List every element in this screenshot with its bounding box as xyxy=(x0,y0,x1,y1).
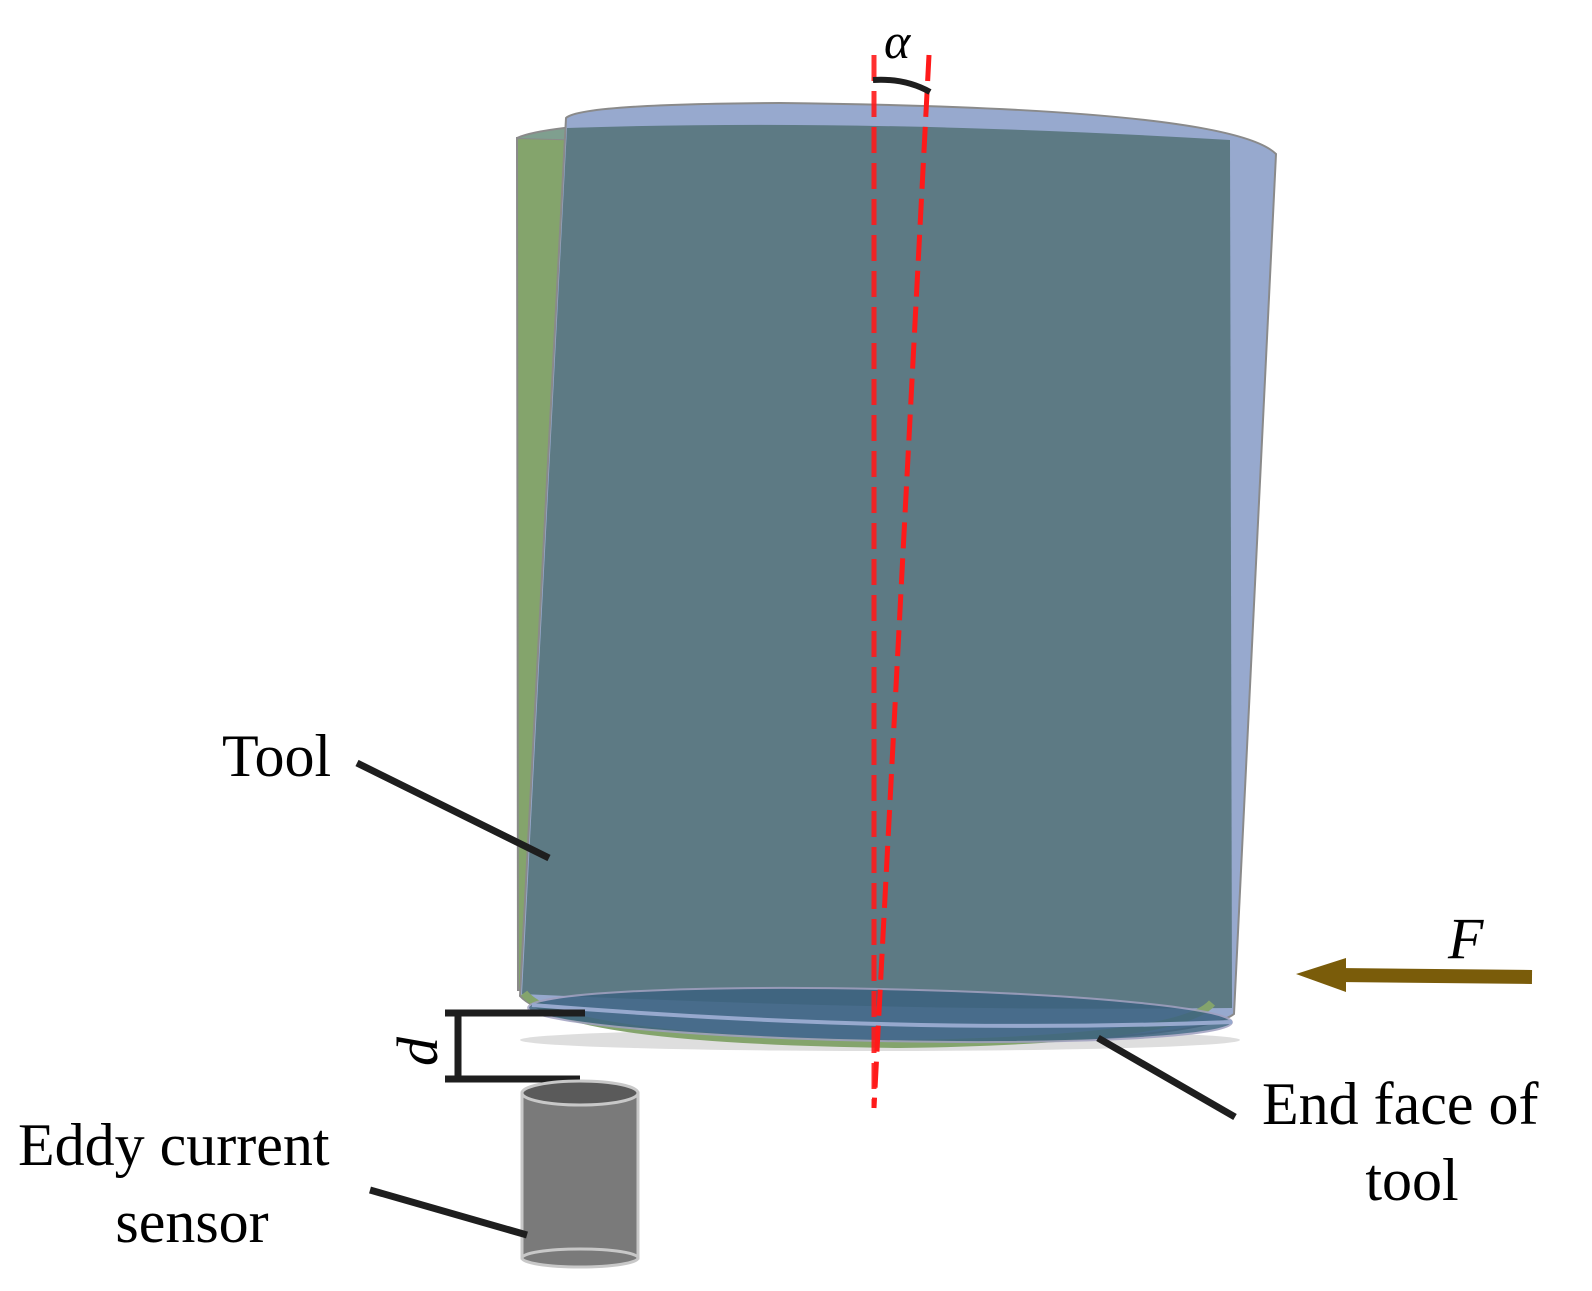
tool-leader xyxy=(355,759,551,862)
force-arrow xyxy=(1296,958,1533,992)
distance-symbol: d xyxy=(385,1036,450,1066)
tilted-axis-line xyxy=(871,54,932,1109)
tool-label: Tool xyxy=(222,723,331,789)
sensor-label-line2: sensor xyxy=(115,1189,268,1255)
end-face-highlight xyxy=(531,1003,1233,1028)
sensor-leader xyxy=(369,1186,528,1239)
end-face-label-line2: tool xyxy=(1365,1147,1458,1213)
overlap-region xyxy=(522,124,1232,1009)
distance-bracket xyxy=(445,1009,585,1083)
angle-symbol: α xyxy=(884,13,912,69)
force-symbol: F xyxy=(1447,906,1484,971)
eddy-current-sensor xyxy=(520,1079,640,1269)
end-face-label-line1: End face of xyxy=(1262,1071,1539,1137)
end-face-leader xyxy=(1096,1034,1237,1121)
sensor-label-line1: Eddy current xyxy=(18,1112,330,1178)
angle-arc xyxy=(872,76,932,95)
